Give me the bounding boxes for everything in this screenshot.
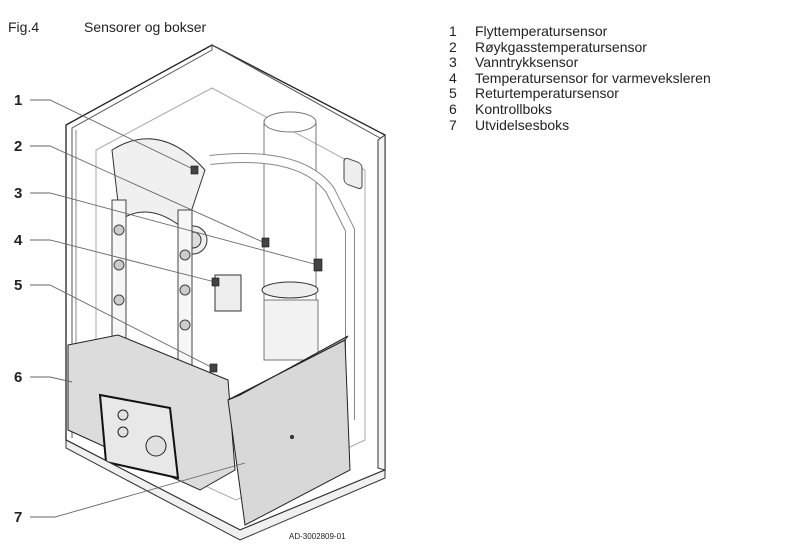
- legend-number: 3: [449, 54, 457, 71]
- figure-label: Fig.4: [8, 19, 40, 35]
- control-box: [67, 334, 236, 491]
- callout-6: 6: [14, 369, 23, 386]
- leader-line-5: [30, 284, 214, 369]
- legend-number: 5: [449, 85, 457, 102]
- legend-item: 2 Røykgasstemperatursensor: [449, 38, 711, 56]
- cabinet-base: [65, 439, 386, 541]
- expansion-box: [227, 335, 351, 526]
- cylinder: [261, 111, 319, 361]
- callout-4: 4: [14, 232, 23, 249]
- leader-line-1: [30, 99, 196, 171]
- callout-3: 3: [14, 185, 23, 202]
- legend-text: Røykgasstemperatursensor: [475, 38, 647, 55]
- legend-item: 6 Kontrollboks: [449, 100, 711, 118]
- legend-number: 2: [449, 38, 457, 55]
- legend-item: 4 Temperatursensor for varmeveksleren: [449, 69, 711, 87]
- callout-2: 2: [14, 138, 23, 155]
- legend-text: Flyttemperatursensor: [475, 23, 608, 39]
- legend-text: Utvidelsesboks: [475, 116, 570, 133]
- legend-item: 5 Returtemperatursensor: [449, 86, 711, 102]
- callout-7: 7: [14, 509, 23, 526]
- callout-5: 5: [14, 277, 23, 294]
- legend-text: Temperatursensor for varmeveksleren: [475, 69, 711, 86]
- figure-title: Sensorer og bokser: [84, 19, 207, 35]
- legend-list: 1 Flyttemperatursensor 2 Røykgasstemperatu…: [449, 23, 711, 134]
- leader-line-2: [30, 145, 266, 244]
- legend-text: Kontrollboks: [475, 100, 553, 117]
- left-rails: [111, 199, 193, 371]
- handle-slot: [343, 157, 363, 190]
- leader-line-6: [30, 376, 73, 383]
- legend-number: 1: [449, 23, 457, 39]
- leader-line-3: [30, 192, 319, 266]
- legend-item: 1 Flyttemperatursensor: [449, 23, 711, 40]
- heat-exchanger-temperature-sensor-icon: [211, 277, 220, 287]
- leader-line-7: [30, 462, 246, 518]
- legend-item: 7 Utvidelsesboks: [449, 116, 711, 134]
- legend-text: Returtemperatursensor: [475, 85, 619, 102]
- legend-number: 6: [449, 100, 457, 117]
- legend-number: 7: [449, 116, 457, 133]
- leader-line-4: [30, 239, 216, 283]
- legend-text: Vanntrykksensor: [475, 54, 579, 71]
- drawing-code: AD-3002809-01: [289, 532, 346, 541]
- flow-temperature-sensor-icon: [190, 165, 199, 175]
- legend-item: 3 Vanntrykksensor: [449, 55, 711, 71]
- flue-gas-temperature-sensor-icon: [261, 237, 270, 248]
- legend-number: 4: [449, 69, 457, 86]
- sensor-bracket: [214, 274, 242, 312]
- callout-1: 1: [14, 92, 23, 109]
- water-pressure-sensor-icon: [313, 258, 323, 272]
- return-temperature-sensor-icon: [209, 363, 218, 373]
